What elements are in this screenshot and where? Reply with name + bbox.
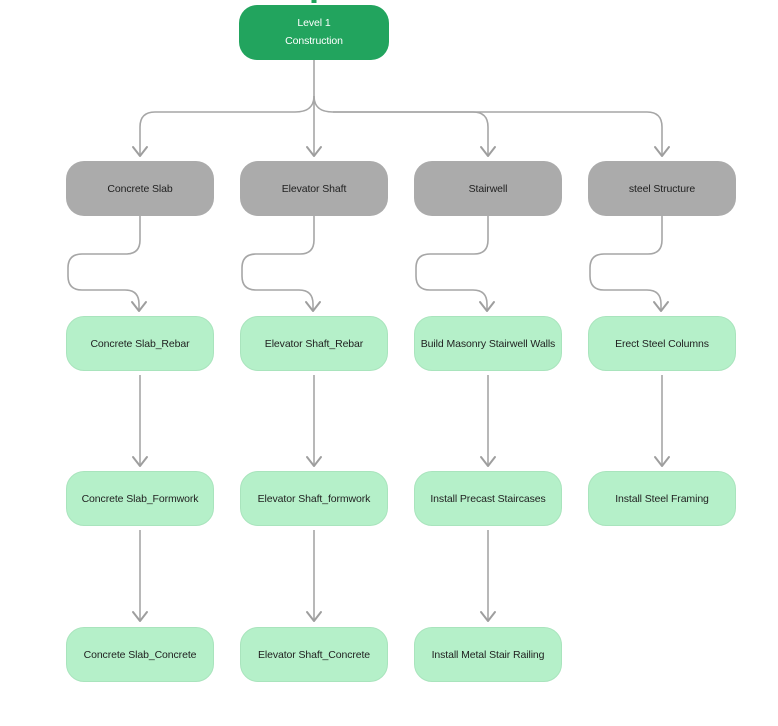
node-task-install-metal-stair-railing[interactable]: Install Metal Stair Railing bbox=[414, 627, 562, 682]
edge-stairwell-to-masonry-walls bbox=[415, 216, 495, 312]
node-task-elevator-shaft-concrete[interactable]: Elevator Shaft_Concrete bbox=[240, 627, 388, 682]
edge-steel-structure-to-erect-columns bbox=[589, 216, 669, 312]
node-root-line1: Level 1 bbox=[297, 17, 331, 30]
node-task-concrete-slab-rebar[interactable]: Concrete Slab_Rebar bbox=[66, 316, 214, 371]
root-incoming-stub bbox=[311, 0, 317, 3]
node-branch-concrete-slab[interactable]: Concrete Slab bbox=[66, 161, 214, 216]
node-root[interactable]: Level 1 Construction bbox=[239, 5, 389, 60]
node-branch-stairwell[interactable]: Stairwell bbox=[414, 161, 562, 216]
node-task-build-masonry-walls[interactable]: Build Masonry Stairwell Walls bbox=[414, 316, 562, 371]
node-branch-steel-structure[interactable]: steel Structure bbox=[588, 161, 736, 216]
node-task-elevator-shaft-rebar[interactable]: Elevator Shaft_Rebar bbox=[240, 316, 388, 371]
edge-root-to-concrete-slab bbox=[132, 95, 315, 157]
edge-root-to-steel-structure bbox=[313, 95, 670, 157]
node-task-erect-steel-columns[interactable]: Erect Steel Columns bbox=[588, 316, 736, 371]
node-task-concrete-slab-formwork[interactable]: Concrete Slab_Formwork bbox=[66, 471, 214, 526]
node-task-install-precast-staircases[interactable]: Install Precast Staircases bbox=[414, 471, 562, 526]
node-branch-elevator-shaft[interactable]: Elevator Shaft bbox=[240, 161, 388, 216]
edge-concrete-slab-to-rebar bbox=[67, 216, 147, 312]
edge-root-to-stairwell bbox=[333, 111, 496, 157]
edge-elevator-shaft-to-rebar bbox=[241, 216, 321, 312]
node-task-elevator-shaft-formwork[interactable]: Elevator Shaft_formwork bbox=[240, 471, 388, 526]
node-task-concrete-slab-concrete[interactable]: Concrete Slab_Concrete bbox=[66, 627, 214, 682]
node-root-line2: Construction bbox=[285, 34, 343, 47]
node-task-install-steel-framing[interactable]: Install Steel Framing bbox=[588, 471, 736, 526]
